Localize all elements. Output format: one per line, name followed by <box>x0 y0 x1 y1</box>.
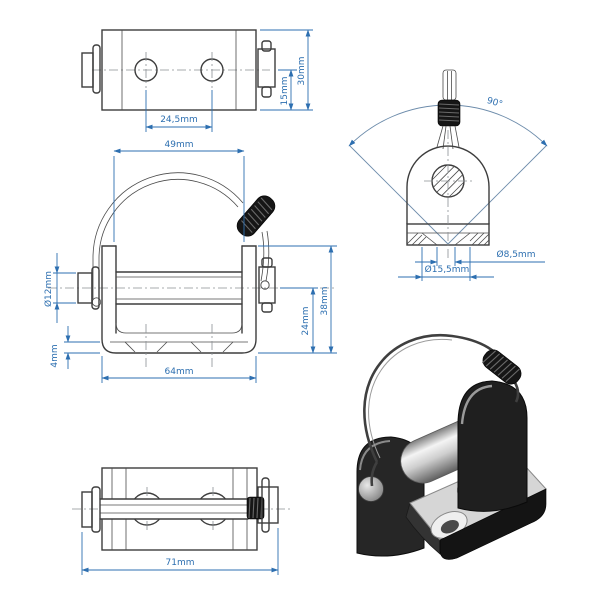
top-view-spring-anchor <box>257 40 276 98</box>
dim-top-depth: 30mm <box>297 57 307 86</box>
dim-front-outer-width: 64mm <box>165 367 194 377</box>
bottom-pin <box>81 477 279 533</box>
top-view-pin-end <box>81 44 101 94</box>
side-spring <box>436 99 461 150</box>
side-base-hatch <box>406 232 490 246</box>
top-view-holes <box>134 52 224 88</box>
front-spring <box>236 195 276 237</box>
dim-side-countersink-diameter: Ø15,5mm <box>425 264 470 275</box>
side-pin-section <box>424 130 472 260</box>
view-bottom: 71mm <box>72 467 290 575</box>
front-bracket-body <box>101 245 257 368</box>
view-top: 24,5mm 15mm 30mm <box>81 29 313 132</box>
view-front: 49mm Ø12mm 4mm 64mm 24mm 38mm <box>43 140 337 383</box>
dim-bottom-overall-length: 71mm <box>166 558 195 568</box>
dim-front-overall-height: 38mm <box>320 287 330 316</box>
dim-top-hole-spacing: 24,5mm <box>160 115 198 125</box>
dim-side-hole-diameter: Ø8,5mm <box>497 249 536 260</box>
dim-top-center-to-edge: 15mm <box>280 77 290 106</box>
dim-front-inner-width: 49mm <box>165 140 194 150</box>
view-side: 90° <box>348 69 548 281</box>
3d-spring <box>481 349 522 385</box>
dim-front-roller-diameter: Ø12mm <box>43 271 54 307</box>
dim-side-swing-angle: 90° <box>486 96 504 110</box>
front-countersinks <box>124 324 234 368</box>
view-3d <box>356 333 547 560</box>
front-roller <box>115 271 243 305</box>
front-anchor-right <box>258 257 276 313</box>
front-pin-left <box>77 266 100 310</box>
dim-front-base-thickness: 4mm <box>50 344 60 367</box>
side-wire-top <box>442 69 457 101</box>
dim-front-axis-height: 24mm <box>301 307 311 336</box>
